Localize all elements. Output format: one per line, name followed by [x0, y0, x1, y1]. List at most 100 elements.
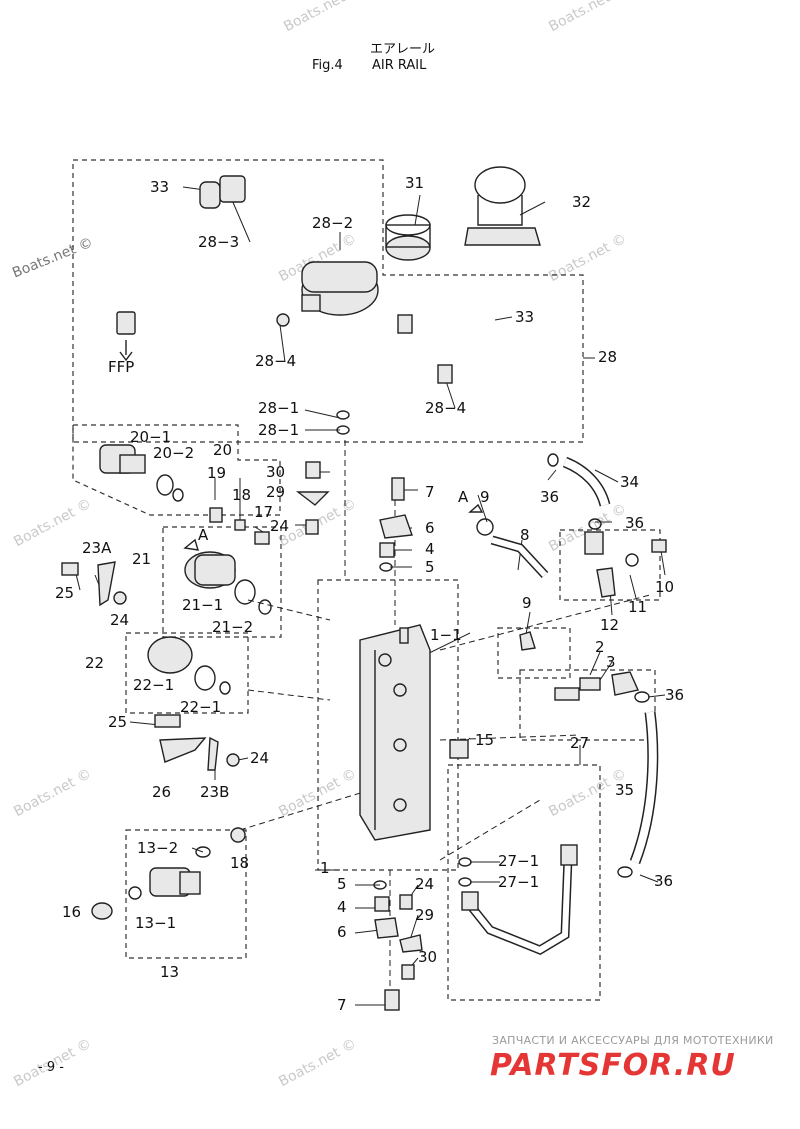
label-5: 5 — [425, 558, 435, 576]
label-27-1-b: 27−1 — [498, 873, 539, 891]
label-18: 18 — [232, 486, 251, 504]
label-23b: 23B — [200, 783, 229, 801]
label-11: 11 — [628, 598, 647, 616]
fuel-hose-28-3 — [116, 201, 206, 362]
label-28: 28 — [598, 348, 617, 366]
store-logo: PARTSFOR.RU — [490, 1048, 736, 1083]
label-35: 35 — [615, 781, 634, 799]
fuel-filter-28-2 — [276, 261, 379, 327]
label-7: 7 — [425, 483, 435, 501]
o-rings-28-1 — [336, 410, 350, 435]
label-29-b: 29 — [415, 906, 434, 924]
label-4-b: 4 — [337, 898, 347, 916]
label-1-1: 1−1 — [430, 626, 462, 644]
brackets-23-25-26 — [61, 561, 246, 843]
group-22-outline — [125, 632, 249, 714]
label-28-2: 28−2 — [312, 214, 353, 232]
label-8: 8 — [520, 526, 530, 544]
label-28-3: 28−3 — [198, 233, 239, 251]
label-9: 9 — [480, 488, 490, 506]
group-20-outline — [72, 424, 281, 516]
label-28-1: 28−1 — [258, 399, 299, 417]
label-15: 15 — [475, 731, 494, 749]
label-4: 4 — [425, 540, 435, 558]
label-34: 34 — [620, 473, 639, 491]
label-24-b: 24 — [110, 611, 129, 629]
label-31: 31 — [405, 174, 424, 192]
group-10-12-outline — [559, 529, 661, 601]
label-22: 22 — [85, 654, 104, 672]
label-a: A — [198, 526, 209, 544]
label-26: 26 — [152, 783, 171, 801]
label-3: 3 — [606, 653, 616, 671]
label-29: 29 — [266, 483, 285, 501]
group-9-outline — [497, 627, 571, 679]
group-2-3-outline — [519, 669, 656, 741]
label-13-2: 13−2 — [137, 839, 178, 857]
clamp-33 — [199, 175, 246, 209]
label-7-b: 7 — [337, 996, 347, 1014]
label-12: 12 — [600, 616, 619, 634]
label-28-4: 28−4 — [255, 352, 296, 370]
pulsation-damper-22 — [147, 636, 231, 695]
air-rail-1 — [359, 624, 431, 841]
arrow-a — [183, 503, 484, 551]
label-25-b: 25 — [108, 713, 127, 731]
label-30-b: 30 — [418, 948, 437, 966]
label-24-c: 24 — [250, 749, 269, 767]
label-33: 33 — [150, 178, 169, 196]
bracket-32 — [464, 166, 541, 246]
figure-title: AIR RAIL — [372, 58, 427, 73]
label-1: 1 — [320, 859, 330, 877]
injector-13 — [91, 846, 211, 920]
label-6: 6 — [425, 519, 435, 537]
label-13-1: 13−1 — [135, 914, 176, 932]
group-21-outline — [162, 526, 282, 638]
label-a-b: A — [458, 488, 469, 506]
group-28-outline — [72, 159, 584, 443]
part-labels: 33 28−3 28−2 31 32 33 28 FFP 28−4 28−4 2… — [55, 174, 684, 1014]
label-20-2: 20−2 — [153, 444, 194, 462]
label-6-b: 6 — [337, 923, 347, 941]
label-28-4-b: 28−4 — [425, 399, 466, 417]
label-13: 13 — [160, 963, 179, 981]
label-32: 32 — [572, 193, 591, 211]
label-5-b: 5 — [337, 875, 347, 893]
label-36: 36 — [540, 488, 559, 506]
pipe-27 — [458, 844, 578, 956]
label-21: 21 — [132, 550, 151, 568]
label-9-b: 9 — [522, 594, 532, 612]
store-tagline: ЗАПЧАСТИ И АКСЕССУАРЫ ДЛЯ МОТОТЕХНИКИ — [492, 1034, 774, 1047]
label-22-1-b: 22−1 — [180, 698, 221, 716]
fuel-pipe-28 — [397, 307, 493, 384]
label-36-d: 36 — [654, 872, 673, 890]
lower-fittings — [373, 880, 423, 1011]
label-16: 16 — [62, 903, 81, 921]
label-27: 27 — [570, 734, 589, 752]
label-23a: 23A — [82, 539, 112, 557]
label-2: 2 — [595, 638, 605, 656]
label-ffp: FFP — [108, 358, 134, 376]
figure-number: Fig.4 — [312, 58, 343, 73]
label-10: 10 — [655, 578, 674, 596]
label-25: 25 — [55, 584, 74, 602]
label-33-b: 33 — [515, 308, 534, 326]
label-30: 30 — [266, 463, 285, 481]
label-27-1: 27−1 — [498, 852, 539, 870]
group-27-outline — [447, 764, 601, 1001]
label-17: 17 — [254, 503, 273, 521]
label-20: 20 — [213, 441, 232, 459]
rail-outline — [317, 579, 459, 871]
air-hose-8-34-35 — [490, 453, 659, 878]
leader-lines — [74, 186, 666, 1006]
label-22-1: 22−1 — [133, 676, 174, 694]
fittings-2-3-10-12 — [449, 531, 667, 759]
pressure-regulator-21 — [184, 551, 272, 615]
label-24-d: 24 — [415, 875, 434, 893]
label-19: 19 — [207, 464, 226, 482]
label-20-1: 20−1 — [130, 428, 171, 446]
page-number: - 9 - — [38, 1060, 64, 1075]
label-36-c: 36 — [665, 686, 684, 704]
